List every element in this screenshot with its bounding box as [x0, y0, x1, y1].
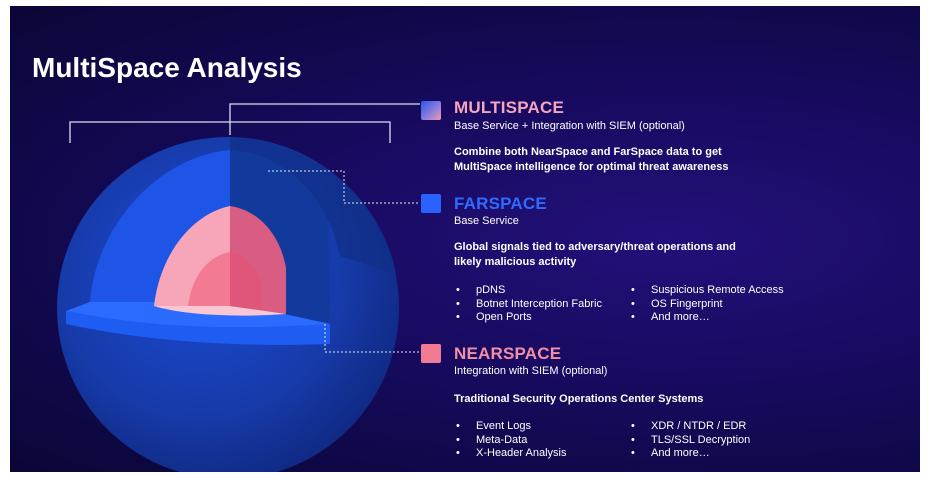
list-item: And more…	[629, 311, 784, 325]
farspace-subtitle: Base Service	[454, 215, 519, 227]
list-item: Open Ports	[454, 311, 602, 325]
list-item: pDNS	[454, 284, 602, 298]
connector-lines	[268, 170, 420, 353]
nearspace-list-right: XDR / NTDR / EDR TLS/SSL Decryption And …	[629, 420, 750, 461]
multispace-swatch	[421, 101, 441, 120]
nearspace-heading: NEARSPACE	[454, 344, 562, 363]
list-item: TLS/SSL Decryption	[629, 434, 750, 448]
list-item: Meta-Data	[454, 434, 567, 448]
multispace-heading: MULTISPACE	[454, 98, 564, 117]
multispace-subtitle: Base Service + Integration with SIEM (op…	[454, 120, 685, 132]
page-title: MultiSpace Analysis	[32, 52, 302, 83]
list-item: X-Header Analysis	[454, 447, 567, 461]
list-item: XDR / NTDR / EDR	[629, 420, 750, 434]
nearspace-description: Traditional Security Operations Center S…	[454, 393, 704, 405]
list-item: Event Logs	[454, 420, 567, 434]
farspace-list-right: Suspicious Remote Access OS Fingerprint …	[629, 284, 784, 325]
farspace-description-line-1: Global signals tied to adversary/threat …	[454, 241, 736, 253]
farspace-list-left: pDNS Botnet Interception Fabric Open Por…	[454, 284, 602, 325]
multispace-description-line-1: Combine both NearSpace and FarSpace data…	[454, 146, 722, 158]
list-item: Suspicious Remote Access	[629, 284, 784, 298]
list-item: OS Fingerprint	[629, 298, 784, 312]
farspace-description-line-2: likely malicious activity	[454, 256, 577, 268]
multispace-description-line-2: MultiSpace intelligence for optimal thre…	[454, 161, 729, 173]
slide: MultiSpace Analysis	[10, 6, 920, 472]
farspace-swatch	[421, 194, 441, 213]
list-item: And more…	[629, 447, 750, 461]
nearspace-swatch	[421, 344, 441, 363]
nearspace-subtitle: Integration with SIEM (optional)	[454, 365, 608, 377]
farspace-heading: FARSPACE	[454, 194, 547, 213]
nearspace-list-left: Event Logs Meta-Data X-Header Analysis	[454, 420, 567, 461]
list-item: Botnet Interception Fabric	[454, 298, 602, 312]
sphere	[57, 137, 399, 472]
sphere-diagram	[57, 101, 441, 472]
multispace-bracket	[69, 103, 420, 143]
